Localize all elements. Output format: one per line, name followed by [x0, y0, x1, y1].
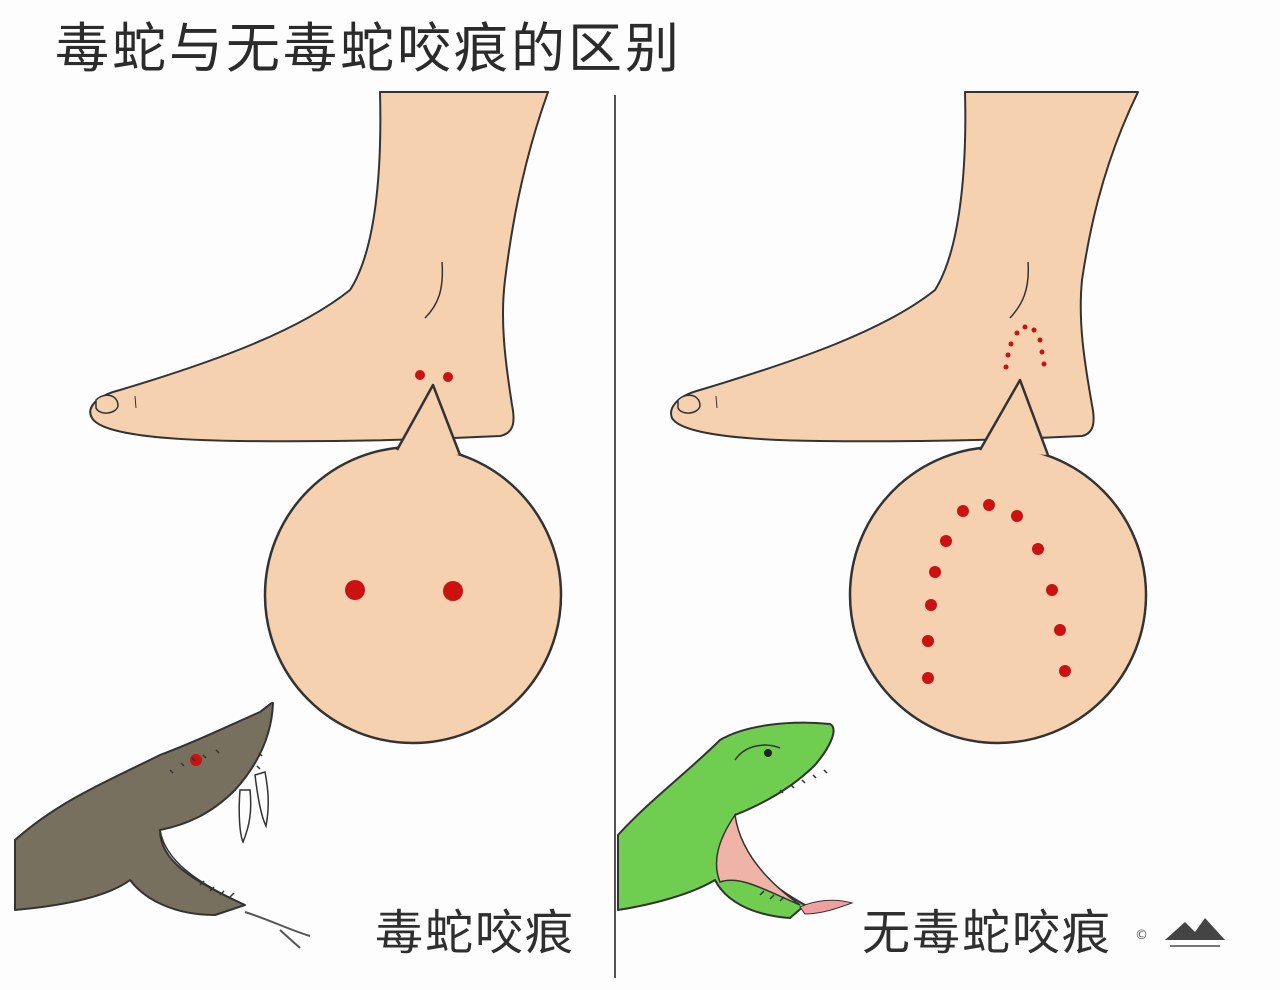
right-bubble-pointer: [978, 378, 1050, 456]
watermark-logo: [1165, 918, 1225, 947]
right-magnify-bubble: [848, 445, 1148, 745]
right-toenail: [677, 394, 701, 414]
caption-nonvenomous-bite: 无毒蛇咬痕: [862, 905, 1113, 961]
right-foot-bite-marks: [1003, 324, 1047, 370]
right-foot: [670, 91, 1139, 443]
left-fang-mark: [443, 581, 463, 601]
snake-eye: [764, 749, 772, 757]
left-toenail: [95, 394, 119, 414]
left-foot: [89, 91, 549, 443]
right-teeth-marks: [922, 499, 1071, 684]
left-foot-bite-mark: [443, 372, 453, 382]
venomous-snake: [14, 701, 311, 949]
left-ankle-crease: [424, 261, 444, 319]
right-panel: [617, 91, 1225, 947]
nonvenomous-snake: [617, 721, 854, 919]
left-panel: [14, 91, 563, 949]
page-title: 毒蛇与无毒蛇咬痕的区别: [55, 17, 682, 80]
left-fang-mark: [345, 580, 365, 600]
right-ankle-crease: [1009, 261, 1030, 319]
caption-venomous-bite: 毒蛇咬痕: [375, 905, 576, 961]
left-foot-bite-mark: [415, 370, 425, 380]
left-magnify-bubble: [263, 445, 563, 745]
left-bubble-pointer: [395, 383, 462, 456]
copyright-symbol: ©: [1135, 928, 1148, 943]
snake-eye: [190, 754, 202, 766]
